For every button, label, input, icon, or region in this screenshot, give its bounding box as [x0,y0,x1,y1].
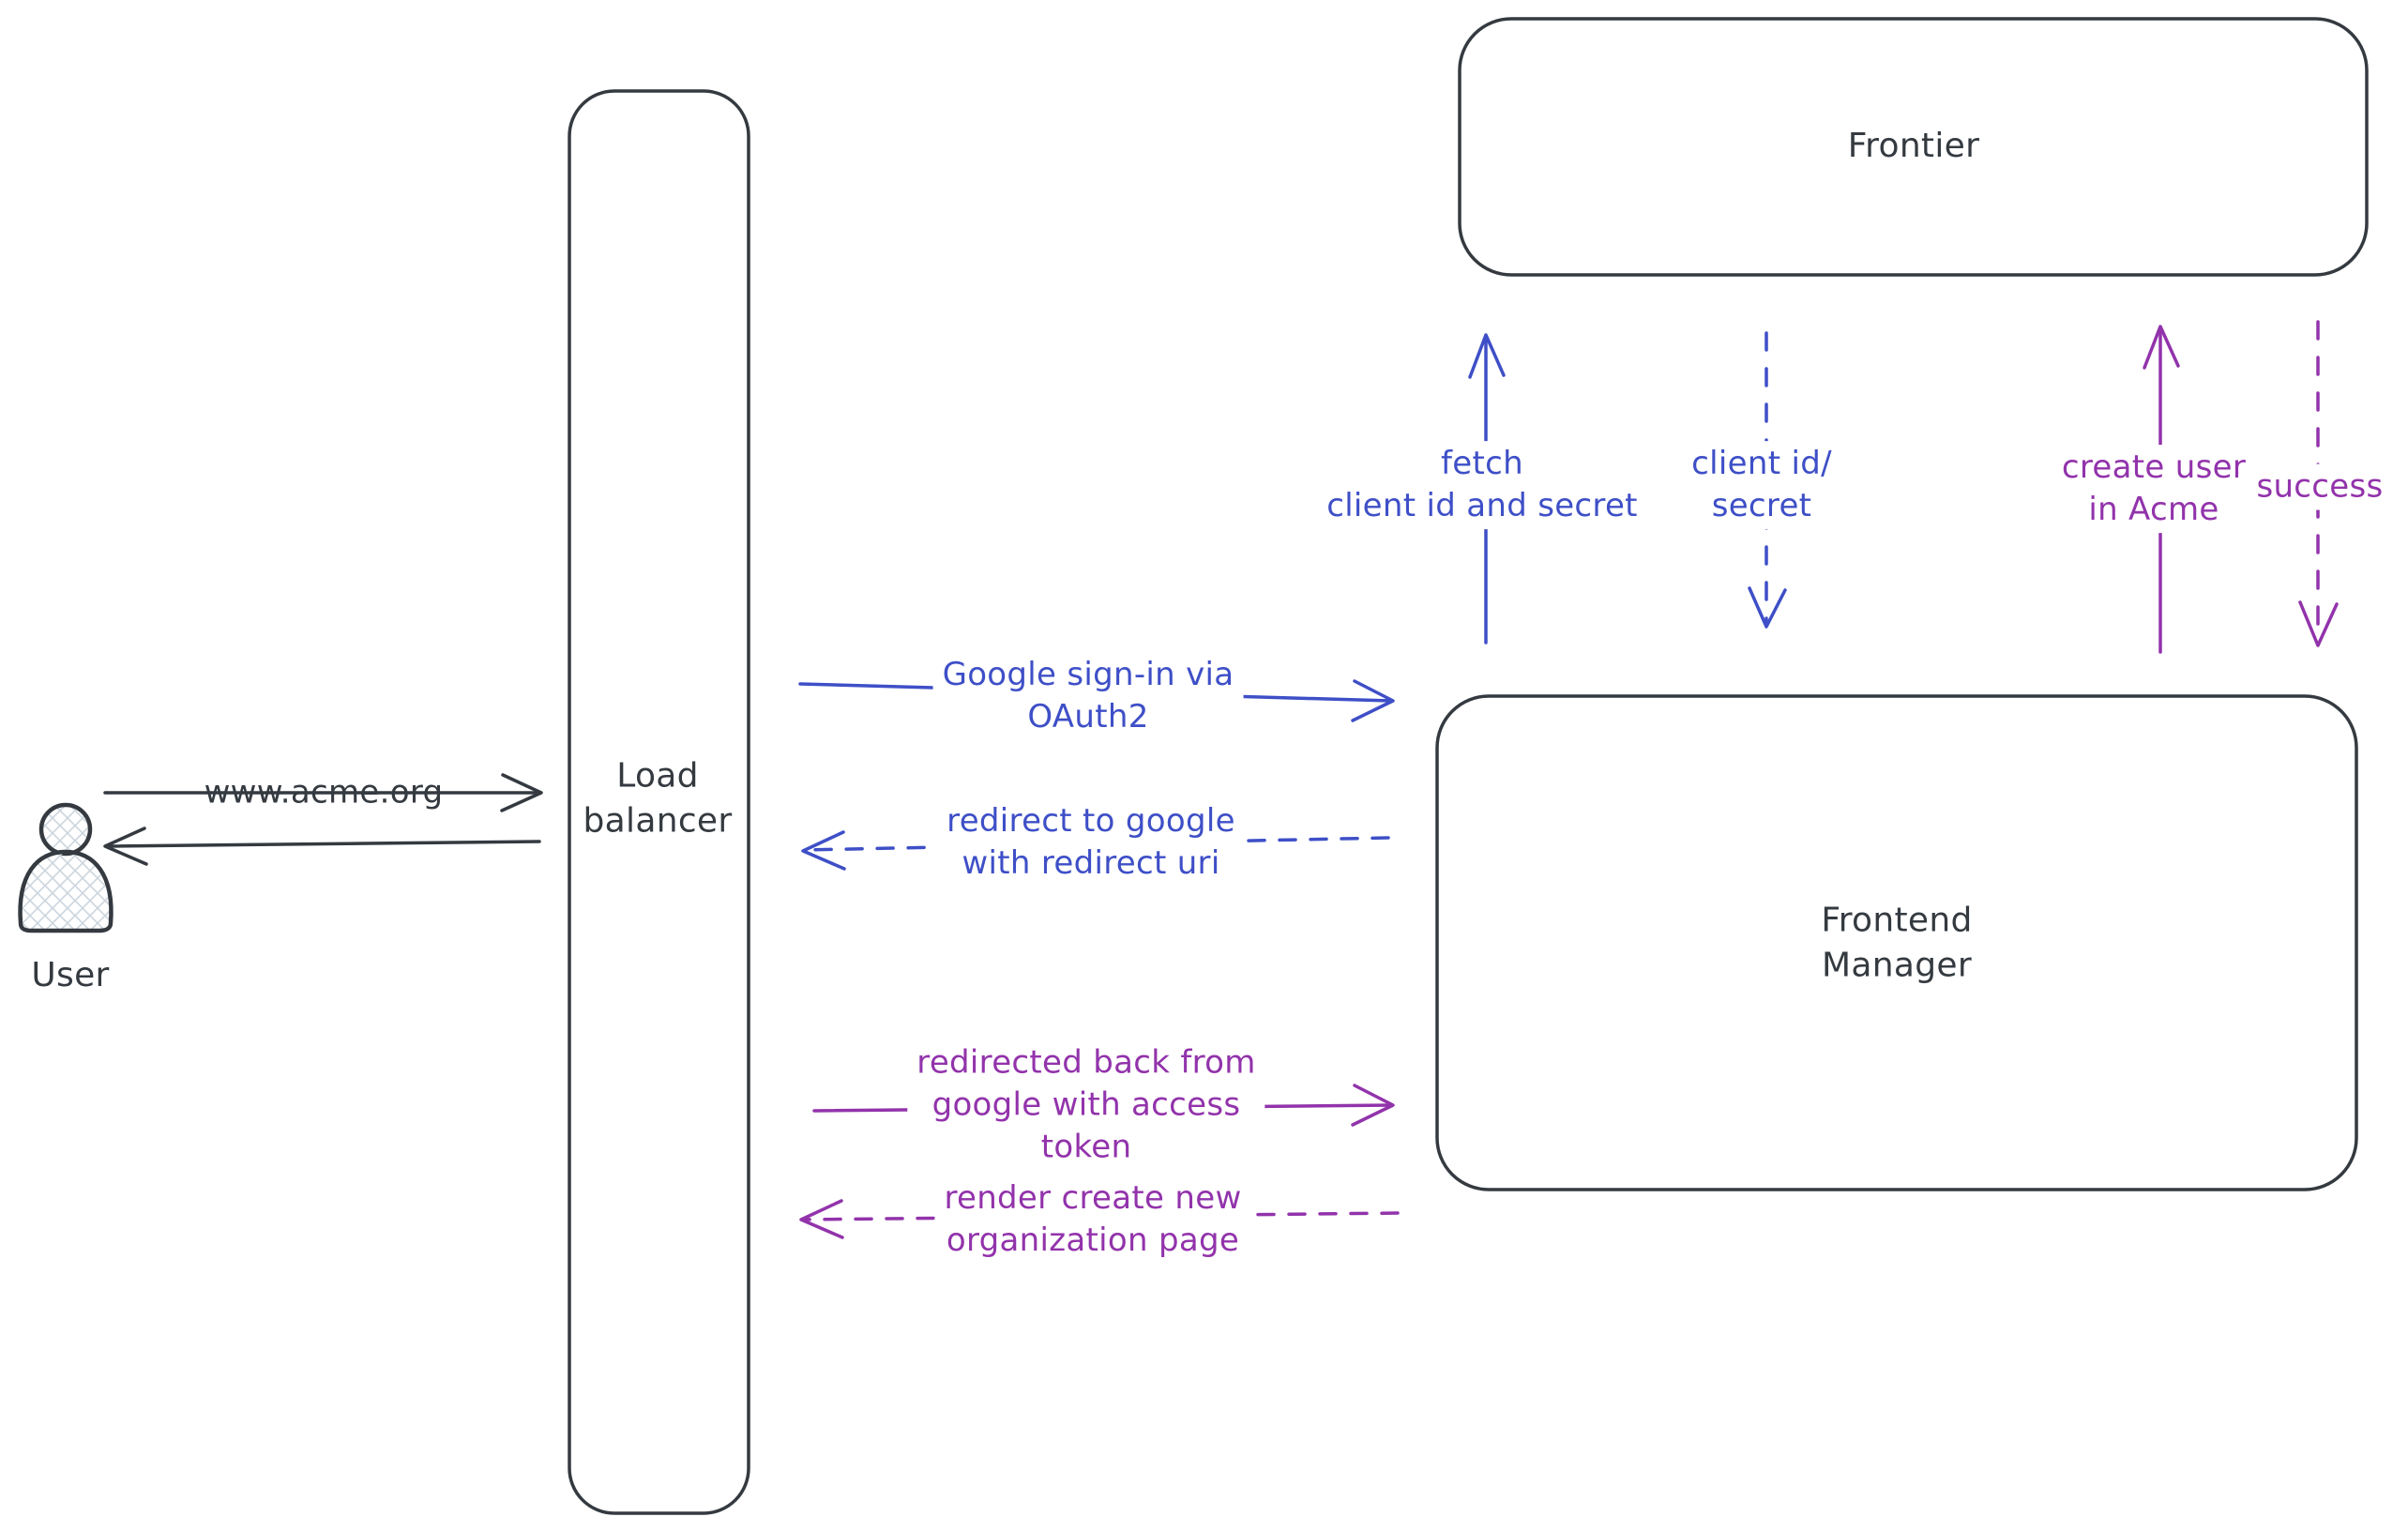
arrow-render-org-page [799,1199,1400,1239]
arrow-www-acme [103,773,543,812]
frontend-manager-label: Frontend Manager [1821,901,1973,984]
edge-label-redirect-to-google: redirect to google with redirect uri [937,798,1245,887]
frontend-manager-box [1435,694,2358,1191]
frontier-label: Frontier [1847,127,1980,166]
edge-label-fetch-client-id: fetch client id and secret [1317,441,1647,529]
edge-label-client-id-secret: client id/ secret [1682,441,1841,529]
edge-label-www-acme: www.acme.org [204,773,444,812]
edge-label-create-user: create user in Acme [2052,445,2256,533]
user-icon [18,802,114,933]
frontier-box [1458,17,2369,277]
user-label: User [31,956,110,995]
edge-label-redirected-back: redirected back from google with access … [907,1039,1265,1171]
arrow-response-to-user [103,827,541,866]
load-balancer-box [568,89,750,1515]
edge-label-render-org-page: render create new organization page [934,1176,1251,1264]
edge-label-success: success [2252,463,2387,510]
edge-label-google-signin: Google sign-in via OAuth2 [932,652,1244,740]
load-balancer-label: Load balancer [583,756,733,840]
